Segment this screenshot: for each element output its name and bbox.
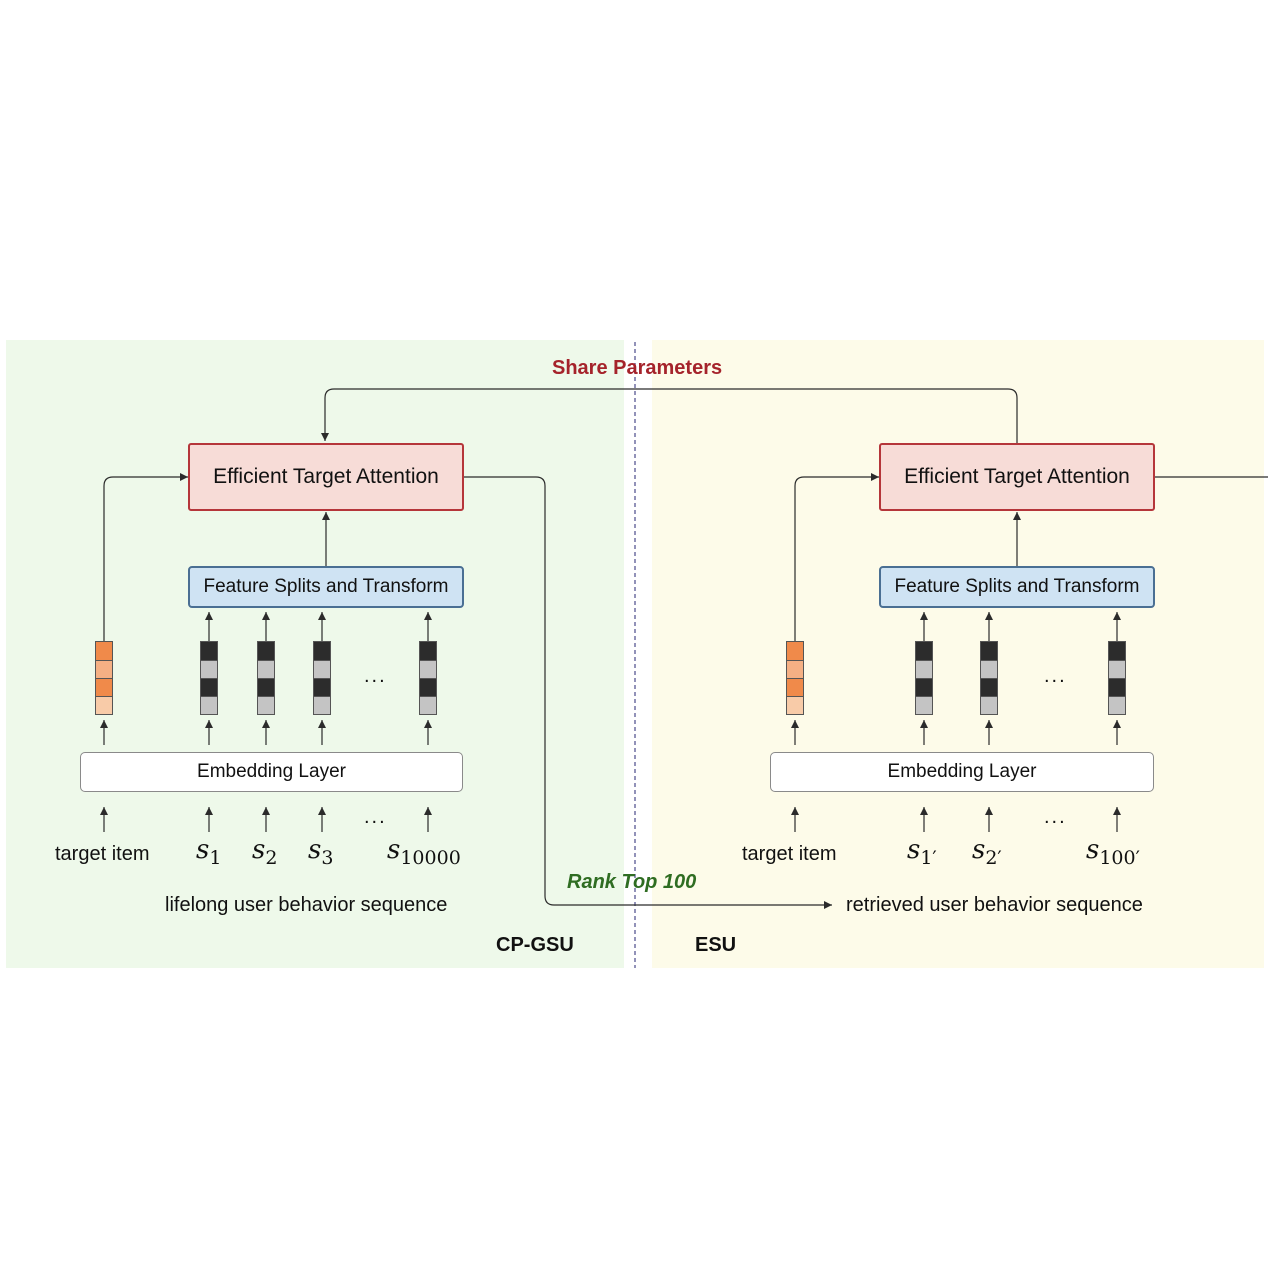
vector-cell: [420, 642, 436, 660]
vector-cell: [1109, 678, 1125, 696]
vector-cell: [916, 642, 932, 660]
left-behavior-embedding-vector: [419, 641, 437, 715]
left-behavior-embedding-vector: [313, 641, 331, 715]
vector-cell: [1109, 660, 1125, 678]
left-seq-item-s1: s1: [196, 835, 222, 869]
vector-cell: [201, 678, 217, 696]
vector-cell: [916, 678, 932, 696]
right-input-ellipsis: ...: [1044, 806, 1067, 828]
left-vector-ellipsis: ...: [364, 665, 387, 687]
left-behavior-embedding-vector: [200, 641, 218, 715]
vector-cell: [787, 642, 803, 660]
vector-cell: [981, 660, 997, 678]
vector-cell: [981, 642, 997, 660]
right-embedding-layer: Embedding Layer: [770, 752, 1154, 792]
left-attention-box: Efficient Target Attention: [188, 443, 464, 511]
right-target-to-attention-arrow: [794, 473, 879, 641]
right-seq-item-s2: s2′: [972, 835, 1002, 869]
vector-cell: [96, 642, 112, 660]
vector-cell: [787, 696, 803, 714]
esu-module-label: ESU: [695, 934, 737, 956]
vector-cell: [420, 678, 436, 696]
vector-cell: [787, 660, 803, 678]
left-behavior-embedding-vector: [257, 641, 275, 715]
vector-cell: [314, 696, 330, 714]
vector-cell: [314, 642, 330, 660]
vector-cell: [1109, 696, 1125, 714]
left-seq-item-s2: s2: [252, 835, 278, 869]
left-seq-item-s3: s3: [308, 835, 334, 869]
vector-cell: [96, 696, 112, 714]
share-parameters-label: Share Parameters: [552, 357, 723, 379]
left-embedding-layer: Embedding Layer: [80, 752, 463, 792]
left-sequence-caption: lifelong user behavior sequence: [165, 894, 448, 916]
right-sequence-caption: retrieved user behavior sequence: [846, 894, 1143, 916]
vector-cell: [916, 696, 932, 714]
rank-top-arrow: [464, 476, 832, 909]
vector-cell: [1109, 642, 1125, 660]
vector-cell: [420, 696, 436, 714]
vector-cell: [420, 660, 436, 678]
vector-cell: [916, 660, 932, 678]
rank-top-label: Rank Top 100: [567, 871, 697, 893]
left-input-ellipsis: ...: [364, 806, 387, 828]
right-target-item-label: target item: [742, 843, 837, 865]
left-feature-split-box: Feature Splits and Transform: [188, 566, 464, 608]
vector-cell: [201, 642, 217, 660]
vector-cell: [201, 660, 217, 678]
right-behavior-embedding-vector: [980, 641, 998, 715]
left-target-to-attention-arrow: [103, 473, 188, 641]
vector-cell: [981, 678, 997, 696]
left-target-embedding-vector: [95, 641, 113, 715]
right-vector-ellipsis: ...: [1044, 665, 1067, 687]
vector-cell: [96, 660, 112, 678]
vector-cell: [201, 696, 217, 714]
vector-cell: [314, 678, 330, 696]
vector-cell: [258, 660, 274, 678]
vector-cell: [96, 678, 112, 696]
vector-cell: [258, 678, 274, 696]
right-seq-item-s100: s100′: [1086, 835, 1140, 869]
cp-gsu-module-label: CP-GSU: [496, 934, 574, 956]
right-behavior-embedding-vector: [1108, 641, 1126, 715]
share-parameters-arrow: [321, 388, 1018, 443]
right-seq-item-s1: s1′: [907, 835, 937, 869]
vector-cell: [981, 696, 997, 714]
left-seq-item-s10000: s10000: [387, 835, 461, 869]
left-target-item-label: target item: [55, 843, 150, 865]
vector-cell: [787, 678, 803, 696]
right-attention-box: Efficient Target Attention: [879, 443, 1155, 511]
vector-cell: [258, 642, 274, 660]
right-target-embedding-vector: [786, 641, 804, 715]
vector-cell: [314, 660, 330, 678]
right-feature-split-box: Feature Splits and Transform: [879, 566, 1155, 608]
vector-cell: [258, 696, 274, 714]
right-behavior-embedding-vector: [915, 641, 933, 715]
